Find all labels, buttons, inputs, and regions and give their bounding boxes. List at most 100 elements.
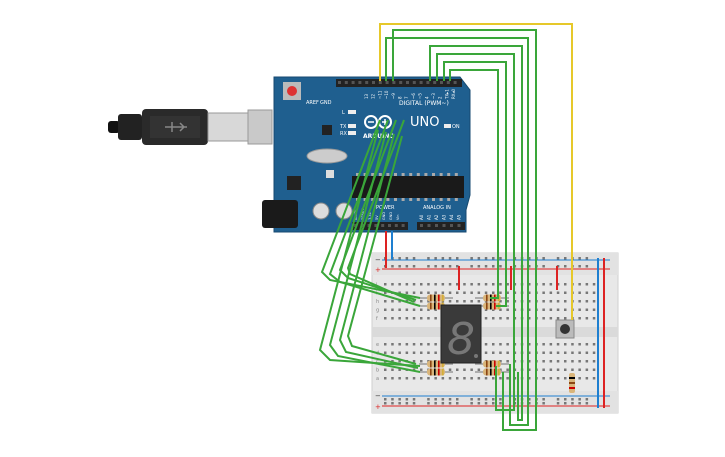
analog-pin[interactable] (442, 224, 446, 227)
pull-down-resistor[interactable] (569, 373, 575, 393)
header-pin[interactable] (392, 81, 396, 84)
row-letter: b (376, 368, 379, 374)
power-pin-label: RESET (361, 208, 365, 220)
resistor[interactable] (419, 294, 453, 302)
power-pin[interactable] (388, 224, 391, 227)
header-pin[interactable] (406, 81, 409, 84)
header-pin[interactable] (338, 81, 341, 84)
digital-pin-label: ~3 (431, 93, 436, 99)
usb-cable[interactable] (108, 109, 273, 145)
power-pin-label: 3.3V (368, 211, 372, 220)
tx-label: TX (339, 124, 347, 130)
header-pin[interactable] (433, 81, 437, 84)
digital-pin-label: ~11 (377, 90, 382, 99)
wire-yellow-button[interactable] (379, 23, 573, 320)
analog-pin[interactable] (427, 224, 431, 227)
aref-label: AREF (306, 100, 319, 106)
digital-pin-label: ~5 (418, 93, 423, 99)
power-header (352, 222, 408, 230)
digital-pin-label: TX▸1 (444, 89, 449, 100)
analog-pin[interactable] (435, 224, 438, 227)
green-wire-4[interactable] (436, 53, 515, 411)
digital-pin-label: 4 (424, 96, 429, 99)
power-pin[interactable] (374, 224, 378, 227)
arduino-logo-text: ARDUINO (363, 133, 394, 140)
digital-pin-label: ~10 (384, 90, 389, 99)
header-pin[interactable] (453, 81, 457, 84)
green-wires[interactable] (318, 29, 537, 431)
header-pin[interactable] (419, 81, 423, 84)
green-wire-13[interactable] (338, 133, 419, 369)
digital-pin-label: 2 (438, 96, 443, 99)
power-pin-label: 5V (375, 215, 379, 220)
analog-pin[interactable] (420, 224, 423, 227)
green-wire-5[interactable] (443, 61, 507, 307)
power-pin[interactable] (394, 224, 398, 227)
digital-label: DIGITAL (PWM~) (399, 100, 449, 107)
power-pin[interactable] (381, 224, 385, 227)
tx-led (348, 124, 356, 128)
analog-pin-label: A1 (427, 214, 432, 220)
analog-label: ANALOG IN (423, 205, 451, 211)
header-pin[interactable] (365, 81, 369, 84)
seven-segment-digit: 8 (447, 314, 475, 365)
capacitor-2 (335, 202, 353, 220)
header-pin[interactable] (378, 81, 382, 84)
digital-pin-label: RX◂0 (451, 88, 456, 99)
power-pin-label: Vin (396, 214, 400, 220)
analog-pin-label: A2 (434, 214, 439, 220)
header-pin[interactable] (446, 81, 450, 84)
center-channel (372, 327, 618, 337)
analog-pin[interactable] (450, 224, 453, 227)
green-wire-12[interactable] (328, 131, 421, 373)
green-wire-7[interactable] (320, 119, 421, 299)
analog-pin[interactable] (457, 224, 461, 227)
power-pin[interactable] (401, 224, 405, 227)
power-pin[interactable] (354, 224, 357, 227)
on-led (444, 124, 451, 128)
green-wire-3[interactable] (429, 45, 523, 421)
crystal (306, 148, 348, 164)
header-pin[interactable] (399, 81, 403, 84)
rail-plus-top: + (375, 266, 381, 274)
row-letter: h (376, 299, 379, 305)
digital-pin-label: 7 (404, 96, 409, 99)
header-pin[interactable] (358, 81, 362, 84)
analog-pin-label: A5 (457, 214, 462, 220)
header-pin[interactable] (372, 81, 375, 84)
digital-pin-label: ~6 (411, 93, 416, 99)
green-wire-8[interactable] (328, 119, 421, 307)
analog-pin-label: A3 (442, 214, 447, 220)
header-pin[interactable] (344, 81, 348, 84)
header-pin[interactable] (440, 81, 443, 84)
rx-led (348, 131, 356, 135)
power-pin-label: GND (389, 212, 393, 220)
l-led (348, 110, 356, 114)
seven-segment-display[interactable]: 8 (440, 304, 482, 365)
header-pin[interactable] (351, 81, 355, 84)
push-button[interactable] (555, 319, 575, 339)
resistor[interactable] (419, 368, 453, 376)
green-wire-2[interactable] (392, 29, 537, 431)
digital-pin-label: 12 (371, 93, 376, 99)
row-letter: a (376, 376, 379, 382)
digital-pin-label: ~9 (391, 93, 396, 99)
analog-header (417, 222, 465, 230)
analog-pin-label: A4 (449, 214, 454, 220)
header-pin[interactable] (426, 81, 430, 84)
green-wire-6[interactable] (449, 69, 499, 299)
row-letter: g (376, 308, 379, 314)
power-jack[interactable] (262, 200, 298, 228)
header-pin[interactable] (412, 81, 416, 84)
header-pin[interactable] (385, 81, 389, 84)
digital-pin-label: 13 (364, 93, 369, 99)
power-pin-label: GND (382, 212, 386, 220)
green-wire-14[interactable] (346, 135, 417, 365)
resistor[interactable] (475, 360, 509, 368)
power-label: POWER (376, 205, 395, 211)
green-wire-1[interactable] (385, 37, 529, 426)
analog-pin-label: A0 (419, 214, 424, 220)
